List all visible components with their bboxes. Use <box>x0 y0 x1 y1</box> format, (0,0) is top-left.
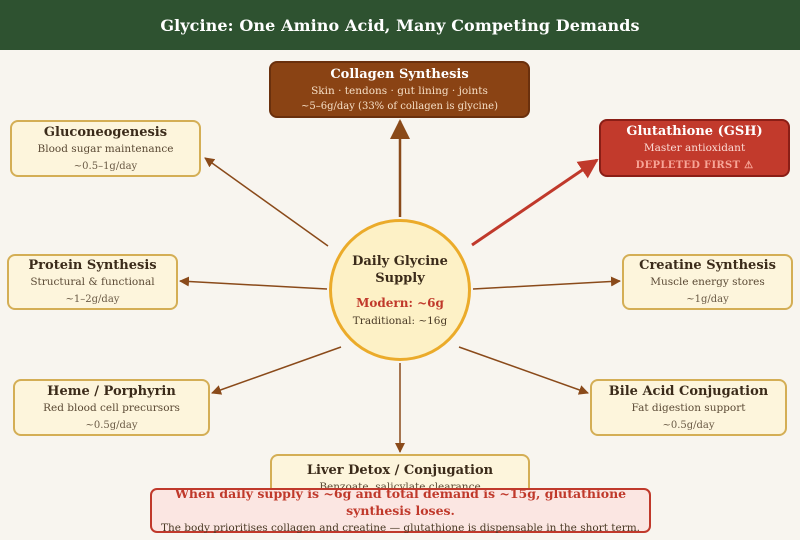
node-value: ~0.5g/day <box>662 419 715 431</box>
arrow-to-protein <box>179 276 328 290</box>
node-title: Bile Acid Conjugation <box>608 383 769 399</box>
node-title: Creatine Synthesis <box>639 258 776 273</box>
node-subtitle: Fat digestion support <box>631 401 746 414</box>
page-title-bar: Glycine: One Amino Acid, Many Competing … <box>0 0 800 50</box>
node-glutathione: Glutathione (GSH) Master antioxidant DEP… <box>599 119 790 177</box>
node-value: ~1g/day <box>686 294 729 305</box>
node-subtitle: Blood sugar maintenance <box>37 142 174 155</box>
page-title: Glycine: One Amino Acid, Many Competing … <box>160 15 640 35</box>
node-collagen-synthesis: Collagen Synthesis Skin · tendons · gut … <box>269 61 530 118</box>
node-title: Heme / Porphyrin <box>47 383 176 399</box>
node-creatine-synthesis: Creatine Synthesis Muscle energy stores … <box>622 254 793 310</box>
hub-modern-value: Modern: ~6g <box>356 295 444 310</box>
node-subtitle: Structural & functional <box>30 276 155 288</box>
node-title: Protein Synthesis <box>28 258 157 273</box>
node-protein-synthesis: Protein Synthesis Structural & functiona… <box>7 254 178 310</box>
node-value: ~0.5–1g/day <box>73 160 138 172</box>
node-subtitle: Skin · tendons · gut lining · joints <box>311 84 488 97</box>
node-subtitle: Muscle energy stores <box>650 276 765 288</box>
hub-daily-glycine-supply: Daily Glycine Supply Modern: ~6g Traditi… <box>329 219 471 361</box>
node-title: Gluconeogenesis <box>43 124 168 140</box>
node-value: ~0.5g/day <box>85 419 138 431</box>
arrow-to-creatine <box>472 276 621 290</box>
node-value: DEPLETED FIRST ⚠ <box>635 160 754 171</box>
node-title: Liver Detox / Conjugation <box>306 463 494 478</box>
arrow-to-heme <box>211 346 342 395</box>
node-title: Collagen Synthesis <box>330 66 469 82</box>
node-title: Glutathione (GSH) <box>626 124 763 139</box>
hub-title: Daily Glycine Supply <box>352 253 448 286</box>
warning-callout: When daily supply is ~6g and total deman… <box>150 486 651 534</box>
callout-detail: The body prioritises collagen and creati… <box>160 522 641 534</box>
arrow-to-bile <box>458 346 589 395</box>
node-gluconeogenesis: Gluconeogenesis Blood sugar maintenance … <box>10 120 201 177</box>
node-heme-porphyrin: Heme / Porphyrin Red blood cell precurso… <box>13 379 210 436</box>
node-value: ~5–6g/day (33% of collagen is glycine) <box>300 100 498 112</box>
hub-traditional-value: Traditional: ~16g <box>352 314 448 327</box>
node-subtitle: Red blood cell precursors <box>43 401 180 414</box>
node-value: ~1–2g/day <box>65 294 120 305</box>
callout-headline: When daily supply is ~6g and total deman… <box>174 486 627 518</box>
node-bile-acid-conjugation: Bile Acid Conjugation Fat digestion supp… <box>590 379 787 436</box>
arrow-to-gluconeogenesis <box>204 157 329 247</box>
node-subtitle: Master antioxidant <box>643 142 746 154</box>
arrow-to-glutathione <box>471 158 599 247</box>
